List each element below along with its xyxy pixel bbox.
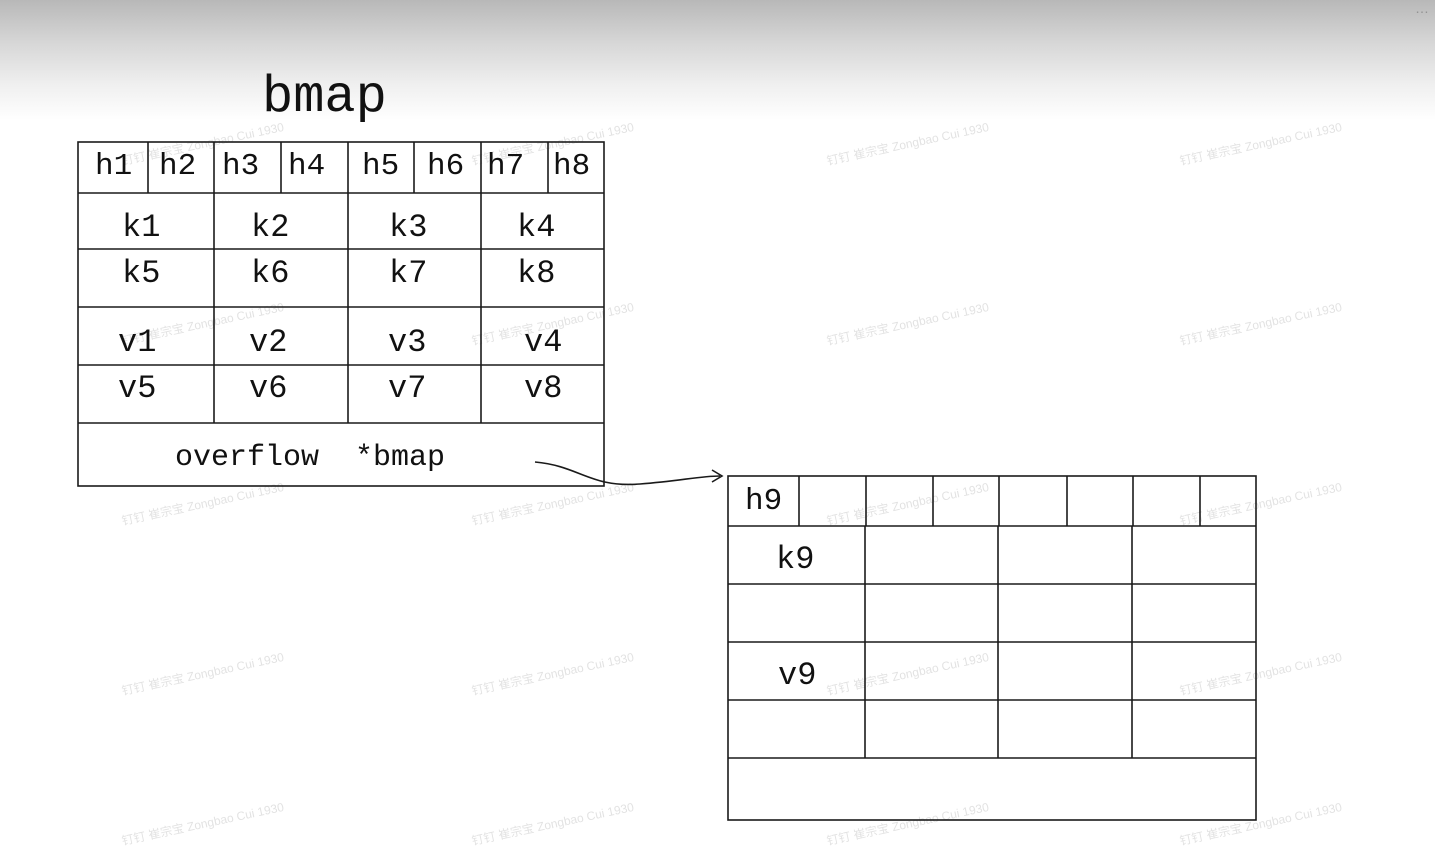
diagram-title: bmap: [262, 68, 387, 127]
value-cell: v2: [249, 324, 288, 361]
key-cell: k4: [517, 209, 556, 246]
overflow-bucket-outline: [727, 475, 1257, 821]
key-cell: k2: [251, 209, 290, 246]
arrow-head: [711, 469, 724, 483]
value-cell: v5: [118, 370, 157, 407]
key-cell: k3: [389, 209, 428, 246]
tophash-cell: h6: [427, 149, 465, 184]
value-cell: v4: [524, 324, 563, 361]
tophash-cell: h8: [553, 149, 591, 184]
tophash-cell: h2: [159, 149, 197, 184]
bmap-bucket-outline: [77, 141, 605, 487]
key-cell: k9: [776, 541, 815, 578]
value-cell: v9: [778, 657, 817, 694]
top-shade: [0, 0, 1435, 120]
tophash-cell: h1: [95, 149, 133, 184]
tophash-cell: h7: [487, 149, 525, 184]
value-cell: v3: [388, 324, 427, 361]
tophash-cell: h3: [222, 149, 260, 184]
value-cell: v6: [249, 370, 288, 407]
key-cell: k8: [517, 255, 556, 292]
value-cell: v1: [118, 324, 157, 361]
key-cell: k1: [122, 209, 161, 246]
overflow-pointer-label: overflow *bmap: [175, 441, 446, 475]
tophash-cell: h5: [362, 149, 400, 184]
key-cell: k5: [122, 255, 161, 292]
tophash-cell: h4: [288, 149, 326, 184]
overflow-pointer-arrow: [534, 461, 721, 486]
key-cell: k7: [389, 255, 428, 292]
tophash-cell: h9: [745, 484, 783, 519]
key-cell: k6: [251, 255, 290, 292]
value-cell: v7: [388, 370, 427, 407]
value-cell: v8: [524, 370, 563, 407]
corner-watermark: …: [1415, 0, 1429, 16]
